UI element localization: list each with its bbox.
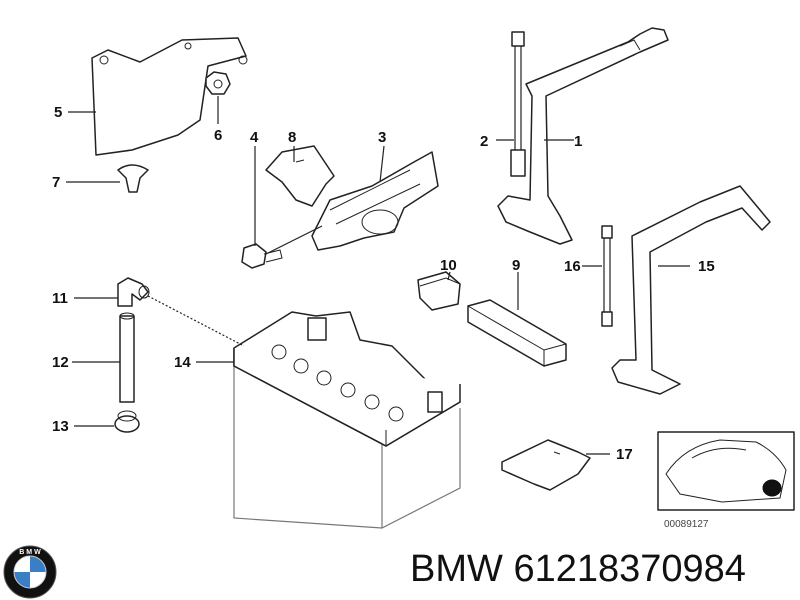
part-12-hose	[119, 312, 135, 403]
leader-lines	[66, 96, 690, 455]
part-11-elbow	[117, 277, 150, 307]
bmw-roundel-icon: B M W	[3, 545, 57, 599]
callout-labels: 1 2 3 4 5 6 7 8 9 10 11 12 13 14 15 16 1…	[52, 104, 715, 463]
part-6-nut	[205, 71, 231, 95]
part-17-cover	[501, 439, 591, 491]
part-13-grommet	[114, 410, 140, 433]
part-14-battery	[233, 311, 461, 529]
callout-5: 5	[54, 104, 62, 121]
part-number: 61218370984	[513, 548, 746, 590]
callout-16: 16	[564, 258, 581, 275]
callout-11: 11	[52, 290, 68, 307]
callout-12: 12	[52, 354, 69, 371]
part-8-cover	[265, 145, 335, 207]
part-9-bar	[467, 299, 567, 367]
car-location-thumbnail: 00089127	[657, 431, 795, 530]
callout-15: 15	[698, 258, 715, 275]
brand-name: BMW	[410, 548, 503, 590]
part-4-bolt	[241, 243, 283, 269]
part-7-clip	[117, 164, 149, 193]
part-5-bracket	[91, 37, 248, 156]
svg-text:B M W: B M W	[19, 549, 41, 556]
callout-6: 6	[214, 127, 222, 144]
callout-2: 2	[480, 133, 488, 150]
part-15-strap	[611, 185, 771, 395]
callout-4: 4	[250, 129, 259, 146]
part-16-bolt	[601, 225, 613, 327]
callout-3: 3	[378, 129, 386, 146]
callout-10: 10	[440, 257, 457, 274]
callout-8: 8	[288, 129, 296, 146]
callout-7: 7	[52, 174, 60, 191]
product-title: BMW 61218370984	[410, 548, 746, 591]
part-10-block	[417, 271, 461, 311]
part-1-strap	[497, 27, 669, 245]
callout-13: 13	[52, 418, 69, 435]
callout-9: 9	[512, 257, 520, 274]
callout-14: 14	[174, 354, 191, 371]
callout-1: 1	[574, 133, 582, 150]
part-3-holder	[311, 151, 439, 251]
callout-17: 17	[616, 446, 633, 463]
part-2-rod	[510, 31, 526, 177]
reference-code: 00089127	[664, 519, 709, 530]
